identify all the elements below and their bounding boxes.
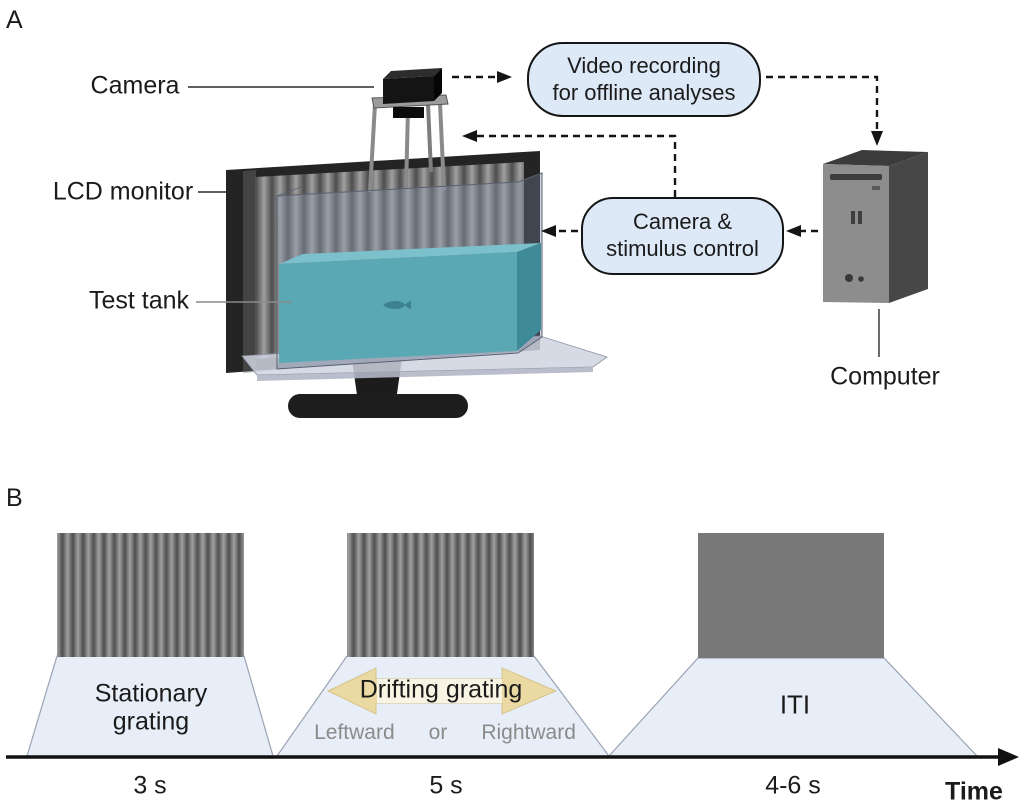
tank-water-side	[517, 243, 541, 351]
dashed-arrowheads	[462, 71, 883, 237]
panel-b-label: B	[6, 484, 23, 512]
duration-drifting: 5 s	[429, 771, 463, 800]
arrow-control-to-camera	[477, 134, 677, 197]
iti-label: ITI	[779, 689, 811, 720]
monitor-bezel-edge-highlight	[243, 170, 256, 373]
tank-outline	[276, 172, 543, 370]
tank-glass-front	[277, 182, 518, 264]
camera-stimulus-control-box: Camera & stimulus control	[581, 197, 784, 275]
leftward-option: Leftward	[314, 721, 395, 744]
drift-direction-arrow	[326, 667, 558, 715]
computer-label: Computer	[830, 362, 940, 391]
video-recording-line1: Video recording	[567, 52, 721, 78]
timeline-axis	[6, 748, 1019, 766]
stationary-line2: grating	[112, 707, 190, 735]
label-leader-lines	[188, 86, 880, 357]
control-box-line1: Camera &	[632, 209, 733, 235]
iti-gray-block	[698, 533, 884, 658]
camera-label: Camera	[90, 71, 180, 100]
tank-water-top	[279, 243, 541, 264]
duration-iti: 4-6 s	[765, 771, 821, 800]
fish-silhouette	[383, 300, 411, 310]
video-recording-line2: for offline analyses	[552, 79, 736, 105]
dashed-arrows	[452, 75, 879, 233]
test-tank-label: Test tank	[88, 286, 190, 315]
stationary-grating-label: Stationary grating	[94, 679, 208, 736]
camera-body	[383, 68, 442, 104]
rightward-option: Rightward	[481, 721, 576, 744]
grating-block-drifting	[347, 533, 534, 657]
panel-a-label: A	[6, 6, 23, 34]
camera-lens	[393, 107, 424, 118]
drifting-grating-label: Drifting grating	[359, 675, 523, 704]
computer-tower	[823, 150, 928, 303]
control-box-line2: stimulus control	[606, 236, 759, 261]
arrow-video-to-computer	[766, 75, 879, 131]
lcd-monitor-label: LCD monitor	[52, 177, 194, 206]
time-axis-label: Time	[945, 777, 1003, 806]
or-word: or	[428, 721, 448, 744]
drift-direction-options: Leftward or Rightward	[314, 721, 576, 745]
duration-stationary: 3 s	[133, 771, 167, 800]
video-recording-box: Video recording for offline analyses	[527, 42, 761, 117]
stationary-line1: Stationary	[94, 679, 208, 708]
computer-drive-slot	[830, 174, 882, 180]
timeline-arrowhead	[998, 748, 1019, 766]
test-tank	[276, 172, 543, 370]
grating-block-stationary	[57, 533, 244, 657]
